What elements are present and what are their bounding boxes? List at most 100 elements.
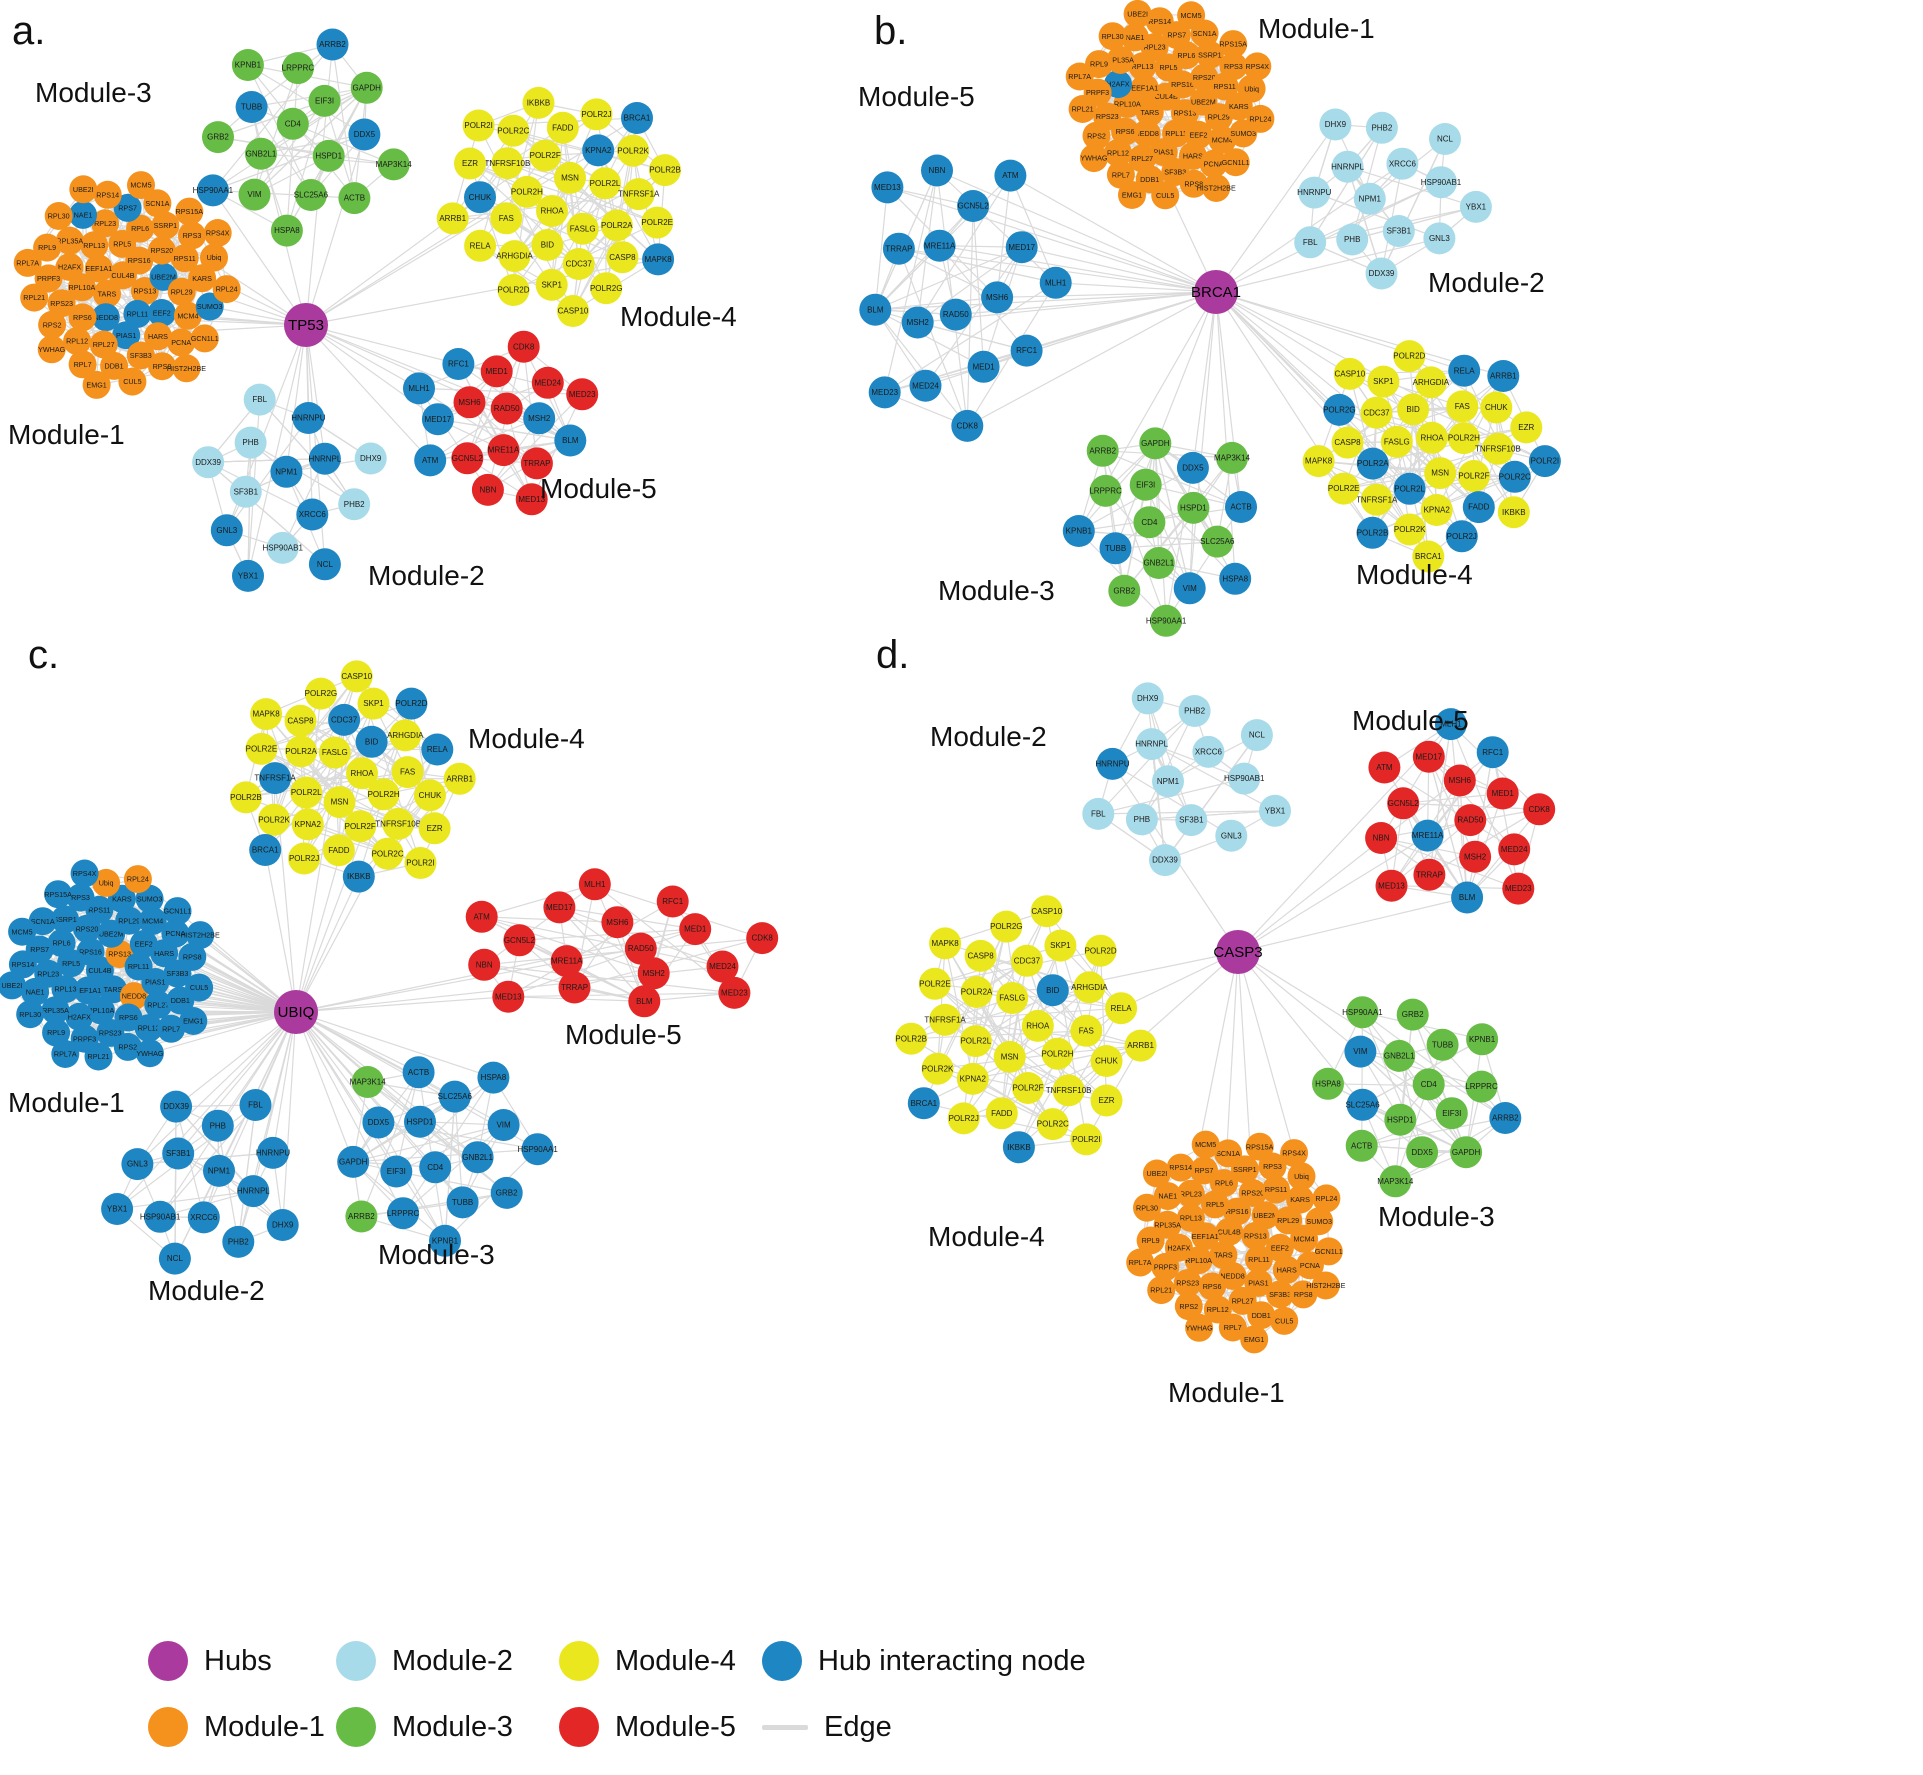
- gene-node[interactable]: RELA: [1448, 354, 1481, 387]
- gene-node[interactable]: CD4: [1133, 506, 1166, 539]
- gene-node[interactable]: RPS15A: [44, 880, 73, 909]
- gene-node[interactable]: PIAS1: [1244, 1268, 1273, 1297]
- gene-node[interactable]: TRRAP: [520, 447, 553, 480]
- gene-node[interactable]: RPL7: [1218, 1313, 1247, 1342]
- gene-node[interactable]: POLR2E: [1327, 472, 1360, 505]
- gene-node[interactable]: CUL5: [1270, 1306, 1299, 1335]
- gene-node[interactable]: DDB1: [100, 351, 129, 380]
- gene-node[interactable]: HSPA8: [270, 214, 303, 247]
- gene-node[interactable]: MRE11A: [1411, 819, 1444, 852]
- gene-node[interactable]: GRB2: [1396, 998, 1429, 1031]
- gene-node[interactable]: HNRNPU: [256, 1136, 290, 1169]
- gene-node[interactable]: RPL11: [123, 299, 152, 328]
- gene-node[interactable]: MCM5: [127, 171, 155, 200]
- gene-node[interactable]: MAP3K14: [1377, 1165, 1414, 1198]
- gene-node[interactable]: CD4: [419, 1151, 452, 1184]
- gene-node[interactable]: KARS: [1286, 1185, 1315, 1214]
- gene-node[interactable]: ARRB1: [1124, 1029, 1157, 1062]
- gene-node[interactable]: RPS20: [147, 236, 176, 265]
- gene-node[interactable]: EIF3I: [1435, 1097, 1468, 1130]
- gene-node[interactable]: RPS2: [38, 310, 67, 339]
- gene-node[interactable]: Ubiq: [92, 868, 121, 897]
- gene-node[interactable]: BID: [355, 725, 388, 758]
- gene-node[interactable]: PCNA: [167, 328, 196, 357]
- gene-node[interactable]: RPL21: [1147, 1276, 1176, 1305]
- gene-node[interactable]: NCL: [1429, 123, 1461, 155]
- gene-node[interactable]: RPS3: [1258, 1152, 1287, 1181]
- gene-node[interactable]: RELA: [421, 733, 454, 766]
- gene-node[interactable]: HARS: [144, 322, 172, 351]
- gene-node[interactable]: KPNA2: [956, 1062, 989, 1095]
- gene-node[interactable]: KPNA2: [1420, 494, 1453, 526]
- gene-node[interactable]: POLR2A: [600, 209, 633, 242]
- gene-node[interactable]: RFC1: [1010, 334, 1043, 367]
- gene-node[interactable]: MED17: [543, 891, 576, 924]
- gene-node[interactable]: POLR2C: [1037, 1108, 1069, 1141]
- gene-node[interactable]: BLM: [1451, 881, 1484, 914]
- gene-node[interactable]: RPL7A: [1126, 1248, 1155, 1277]
- gene-node[interactable]: MSN: [323, 786, 356, 819]
- gene-node[interactable]: UBE2I: [1123, 0, 1152, 28]
- gene-node[interactable]: SF3B1: [1175, 804, 1208, 837]
- gene-node[interactable]: CUL5: [1151, 181, 1180, 210]
- gene-node[interactable]: HSPD1: [404, 1105, 436, 1138]
- gene-node[interactable]: GNL3: [1215, 819, 1248, 852]
- gene-node[interactable]: RPL21: [1068, 95, 1097, 123]
- gene-node[interactable]: POLR2I: [1070, 1123, 1103, 1156]
- gene-node[interactable]: POLR2B: [229, 781, 262, 814]
- gene-node[interactable]: SF3B3: [126, 341, 155, 370]
- gene-node[interactable]: NCL: [308, 548, 341, 581]
- gene-node[interactable]: HIST2H2BE: [1306, 1271, 1346, 1300]
- gene-node[interactable]: PHB: [234, 426, 267, 459]
- gene-node[interactable]: MED24: [706, 950, 739, 983]
- gene-node[interactable]: RPL5: [1201, 1190, 1229, 1219]
- gene-node[interactable]: RPL21: [84, 1042, 113, 1071]
- gene-node[interactable]: RPS11: [1262, 1175, 1290, 1204]
- gene-node[interactable]: RPL12: [1104, 138, 1132, 167]
- hub-node[interactable]: CASP3: [1213, 930, 1263, 974]
- gene-node[interactable]: TNFRSF10B: [375, 807, 421, 840]
- gene-node[interactable]: MLH1: [1039, 266, 1072, 299]
- gene-node[interactable]: NBN: [471, 473, 504, 506]
- gene-node[interactable]: TRRAP: [558, 971, 591, 1004]
- gene-node[interactable]: LRPPRC: [282, 52, 315, 85]
- gene-node[interactable]: POLR2H: [1448, 422, 1480, 455]
- gene-node[interactable]: TUBB: [1426, 1028, 1459, 1061]
- gene-node[interactable]: TRRAP: [882, 232, 915, 265]
- gene-node[interactable]: CASP10: [557, 295, 589, 327]
- gene-node[interactable]: GAPDH: [337, 1145, 370, 1178]
- gene-node[interactable]: GNB2L1: [461, 1141, 494, 1174]
- gene-node[interactable]: MRE11A: [487, 434, 520, 467]
- gene-node[interactable]: TNFRSF10B: [1046, 1074, 1092, 1107]
- gene-node[interactable]: TNFRSF10B: [485, 147, 531, 180]
- gene-node[interactable]: RPS2: [1082, 121, 1111, 150]
- gene-node[interactable]: POLR2D: [1393, 340, 1426, 373]
- gene-node[interactable]: CDK8: [746, 922, 779, 955]
- gene-node[interactable]: RPL6: [47, 929, 76, 958]
- gene-node[interactable]: FASLG: [318, 736, 351, 769]
- gene-node[interactable]: FASLG: [566, 212, 599, 245]
- gene-node[interactable]: MAP3K14: [350, 1066, 387, 1098]
- gene-node[interactable]: UBE2I: [1142, 1159, 1171, 1188]
- gene-node[interactable]: ARRB2: [316, 28, 349, 61]
- gene-node[interactable]: MSH6: [1443, 764, 1476, 797]
- gene-node[interactable]: RHOA: [1021, 1009, 1054, 1042]
- gene-node[interactable]: ARRB2: [1086, 434, 1119, 467]
- gene-node[interactable]: PIAS1: [141, 968, 170, 996]
- gene-node[interactable]: EMG1: [179, 1007, 208, 1035]
- gene-node[interactable]: RPS8: [1289, 1280, 1318, 1309]
- gene-node[interactable]: Ubiq: [1237, 74, 1266, 103]
- gene-node[interactable]: GNL3: [121, 1148, 154, 1181]
- gene-node[interactable]: MCM5: [1177, 1, 1206, 30]
- gene-node[interactable]: NAE1: [69, 200, 97, 229]
- gene-node[interactable]: RPL23: [1176, 1179, 1205, 1208]
- gene-node[interactable]: RPS15A: [1219, 30, 1248, 59]
- gene-node[interactable]: RPL6: [1210, 1169, 1238, 1198]
- gene-node[interactable]: MAPK8: [1302, 445, 1335, 478]
- gene-node[interactable]: RELA: [1105, 992, 1138, 1025]
- gene-node[interactable]: EMG1: [82, 370, 111, 399]
- gene-node[interactable]: MSH6: [601, 906, 634, 939]
- gene-node[interactable]: POLR2J: [1445, 520, 1478, 553]
- gene-node[interactable]: YWHAG: [135, 1039, 164, 1068]
- gene-node[interactable]: RPS4X: [1280, 1139, 1309, 1168]
